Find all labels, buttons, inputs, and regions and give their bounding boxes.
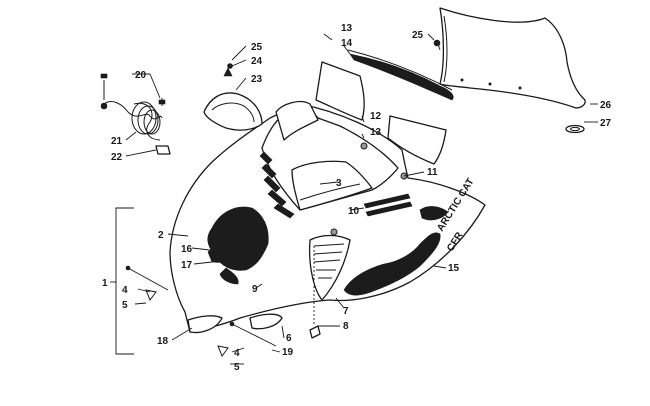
callout-8: 8 [343, 321, 349, 332]
callout-9: 9 [252, 284, 258, 295]
callout-20: 20 [135, 70, 147, 81]
callout-10: 10 [348, 206, 360, 217]
callout-27: 27 [600, 118, 612, 129]
leader-lines [125, 33, 598, 365]
callout-13-lower: 13 [370, 127, 382, 138]
callout-18: 18 [157, 336, 169, 347]
windshield-trim-strip [347, 49, 454, 101]
callout-13-upper: 13 [341, 23, 353, 34]
callout-5-left: 5 [122, 300, 128, 311]
hood-graphic-left [207, 206, 269, 285]
hood-pin-right [217, 321, 277, 358]
callout-7: 7 [343, 306, 349, 317]
callout-24: 24 [251, 56, 263, 67]
callout-6: 6 [286, 333, 292, 344]
callout-14: 14 [341, 38, 353, 49]
callout-23: 23 [251, 74, 263, 85]
windshield-trim-washer [565, 124, 585, 134]
callout-5-right: 5 [234, 362, 240, 373]
callout-25-right: 25 [412, 30, 424, 41]
callout-4-right: 4 [234, 348, 240, 359]
callout-19: 19 [282, 347, 294, 358]
callout-4-left: 4 [122, 285, 128, 296]
callout-22: 22 [111, 152, 123, 163]
hood-fastener [309, 246, 321, 339]
tether-cable [100, 73, 171, 155]
callout-11: 11 [427, 167, 438, 178]
windshield [439, 7, 586, 109]
hood-graphic-right [343, 206, 449, 296]
side-scoop [308, 234, 351, 301]
windshield-screw [433, 39, 441, 51]
callout-2: 2 [158, 230, 164, 241]
callout-1: 1 [102, 278, 108, 289]
callout-17: 17 [181, 260, 193, 271]
callout-16: 16 [181, 244, 193, 255]
side-stripe-decal [363, 193, 413, 217]
callout-21: 21 [111, 136, 123, 147]
callout-labels: 1 2 3 4 4 5 5 6 7 8 9 10 11 12 13 13 14 … [102, 23, 612, 373]
visor-panel [315, 61, 447, 165]
side-vent-grille [203, 63, 263, 131]
callout-25-left: 25 [251, 42, 263, 53]
callout-3: 3 [336, 178, 342, 189]
callout-15: 15 [448, 263, 460, 274]
assembly-bracket [110, 207, 134, 355]
callout-12: 12 [370, 111, 382, 122]
hood-vent-louvers [259, 151, 295, 219]
hood-pin-left [125, 265, 169, 302]
callout-26: 26 [600, 100, 612, 111]
hood: ARCTIC CAT CFR [169, 100, 486, 334]
